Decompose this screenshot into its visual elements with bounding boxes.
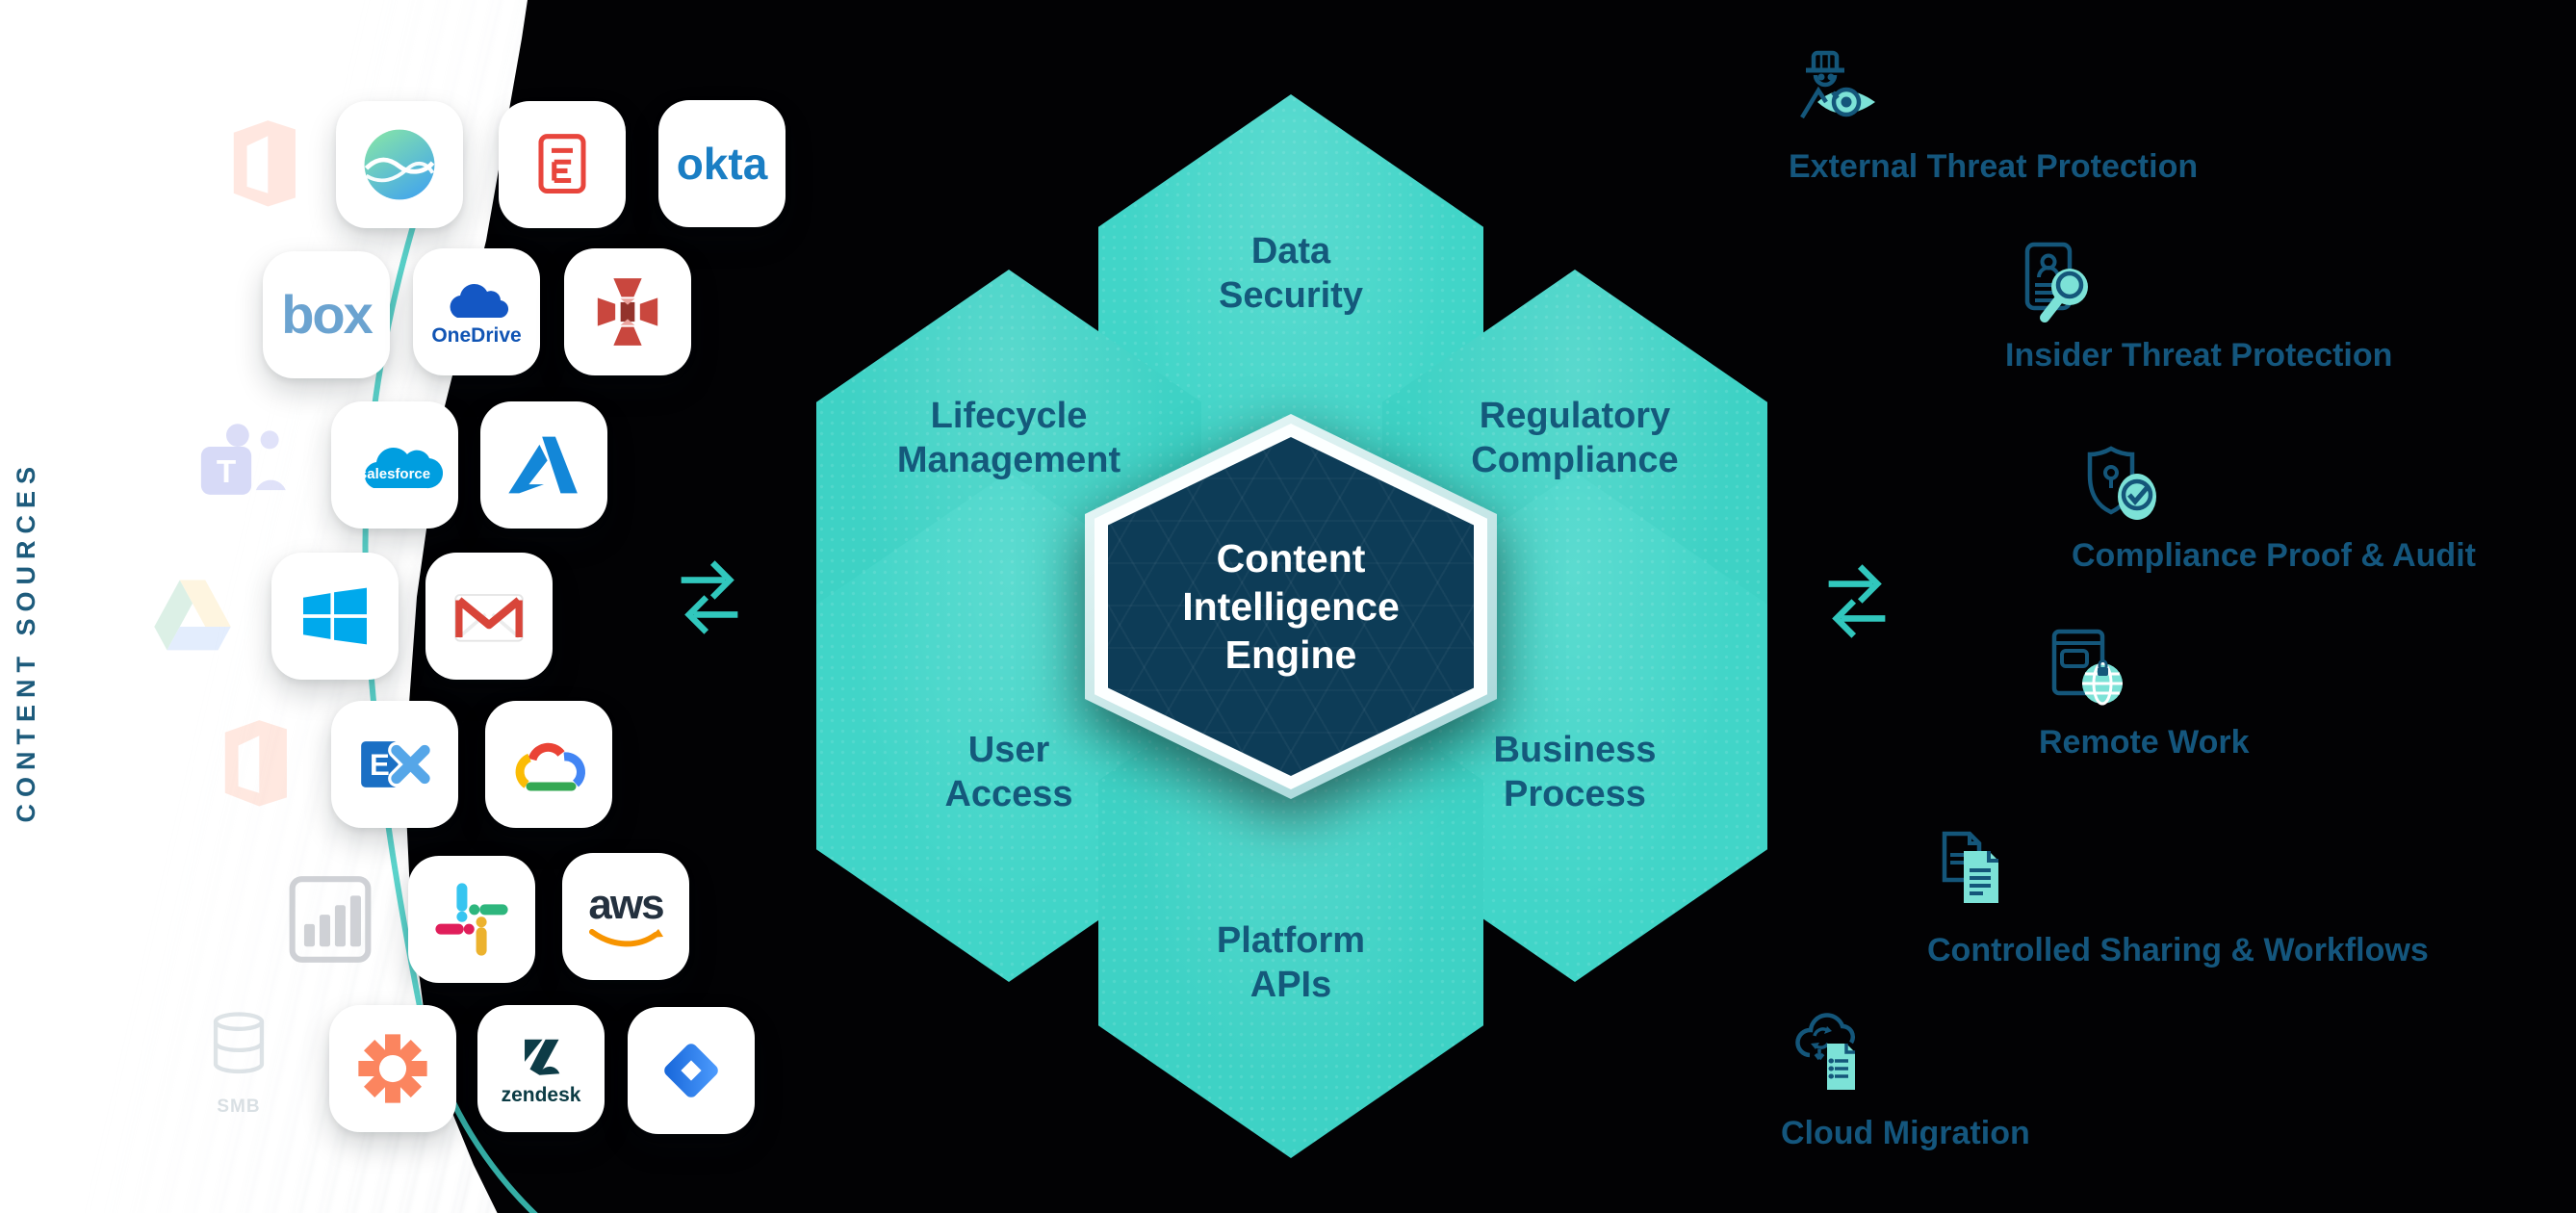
use-case-label-remote-work: Remote Work	[2039, 724, 2250, 761]
app-tile-slack	[408, 856, 535, 983]
sector-label-regulatory-compliance: Regulatory Compliance	[1471, 396, 1679, 480]
app-tile-salesforce: salesforce	[331, 401, 458, 529]
app-tile-box: box	[263, 251, 390, 378]
spy-eye-icon	[1800, 50, 1875, 119]
app-logo-google-drive-faded	[139, 562, 246, 670]
salesforce-logo-text: salesforce	[359, 466, 430, 482]
app-tile-zapier	[329, 1005, 456, 1132]
app-tile-gmail	[425, 553, 553, 680]
slack-icon	[435, 883, 508, 956]
sector-label-business-process: Business Process	[1493, 730, 1657, 814]
sector-label-platform-apis: Platform APIs	[1216, 920, 1366, 1005]
sector-label-data-security: Data Security	[1219, 231, 1363, 316]
microsoft-teams-icon: T	[200, 424, 286, 495]
google-cloud-icon	[515, 742, 585, 791]
onedrive-cloud-icon	[450, 283, 509, 318]
app-logo-smb-faded: SMB	[186, 1003, 292, 1116]
microsoft-office-icon	[224, 720, 287, 807]
content-intelligence-engine-hexagon: Content Intelligence Engine	[1085, 414, 1497, 799]
use-case-label-external-threat-protection: External Threat Protection	[1789, 148, 2199, 185]
zendesk-icon	[525, 1039, 560, 1075]
zendesk-logo-text: zendesk	[501, 1083, 581, 1106]
microsoft-azure-icon	[508, 436, 578, 494]
jira-icon	[664, 1044, 718, 1097]
smb-logo-text: SMB	[217, 1097, 261, 1117]
id-badge-search-icon	[2024, 242, 2088, 323]
app-tile-jira	[628, 1007, 755, 1134]
zapier-icon	[358, 1034, 427, 1103]
sector-label-user-access: User Access	[944, 730, 1073, 814]
app-tile-microsoft-azure	[480, 401, 607, 529]
bidirectional-arrows-icon-left	[681, 560, 738, 634]
svg-text:T: T	[217, 454, 236, 490]
microsoft-office-icon	[233, 120, 296, 207]
smb-database-icon	[213, 1012, 265, 1074]
browser-globe-icon	[2051, 629, 2123, 706]
content-sources-vertical-label: CONTENT SOURCES	[12, 460, 40, 823]
app-logo-microsoft-office-faded	[202, 109, 314, 220]
sector-label-lifecycle-management: Lifecycle Management	[896, 396, 1121, 480]
svg-text:E: E	[370, 748, 390, 782]
shield-check-icon	[2087, 446, 2156, 520]
core-hexagon-label: Content Intelligence Engine	[1182, 536, 1400, 677]
shared-documents-icon	[1942, 831, 1998, 903]
app-tile-aws: aws	[562, 853, 689, 980]
use-case-label-insider-threat-protection: Insider Threat Protection	[2005, 337, 2393, 374]
aws-logo-text: aws	[588, 881, 664, 928]
use-case-label-controlled-sharing-workflows: Controlled Sharing & Workflows	[1927, 932, 2429, 968]
windows-icon	[303, 587, 367, 645]
wave-circle-icon	[364, 129, 435, 200]
box-logo: box	[281, 284, 374, 345]
app-tile-okta: okta	[658, 100, 786, 227]
bidirectional-arrows-icon-right	[1828, 564, 1886, 638]
microsoft-exchange-icon: E	[361, 741, 433, 787]
app-logo-microsoft-office-2-faded	[193, 709, 305, 820]
app-logo-power-bi-faded	[270, 860, 390, 979]
app-tile-windows	[271, 553, 399, 680]
use-case-label-compliance-proof-audit: Compliance Proof & Audit	[2072, 537, 2476, 574]
app-tile-egnyte	[499, 101, 626, 228]
egnyte-icon	[538, 134, 586, 194]
app-tile-zendesk: zendesk	[477, 1005, 605, 1132]
app-tile-amazon-s3	[564, 248, 691, 375]
aws-smile-icon	[589, 929, 663, 947]
cloud-document-sync-icon	[1795, 1013, 1855, 1090]
app-tile-microsoft-exchange: E	[331, 701, 458, 828]
gmail-icon	[454, 594, 524, 642]
okta-logo: okta	[676, 139, 768, 189]
app-tile-wave-circle	[336, 101, 463, 228]
salesforce-cloud-icon: salesforce	[359, 448, 443, 489]
onedrive-logo-text: OneDrive	[431, 323, 522, 347]
use-case-label-cloud-migration: Cloud Migration	[1781, 1115, 2030, 1151]
app-tile-google-cloud	[485, 701, 612, 828]
google-drive-icon	[154, 580, 231, 651]
amazon-s3-icon	[597, 278, 658, 346]
app-logo-microsoft-teams-faded: T	[187, 407, 302, 523]
power-bi-icon	[289, 876, 372, 963]
app-tile-onedrive: OneDrive	[413, 248, 540, 375]
